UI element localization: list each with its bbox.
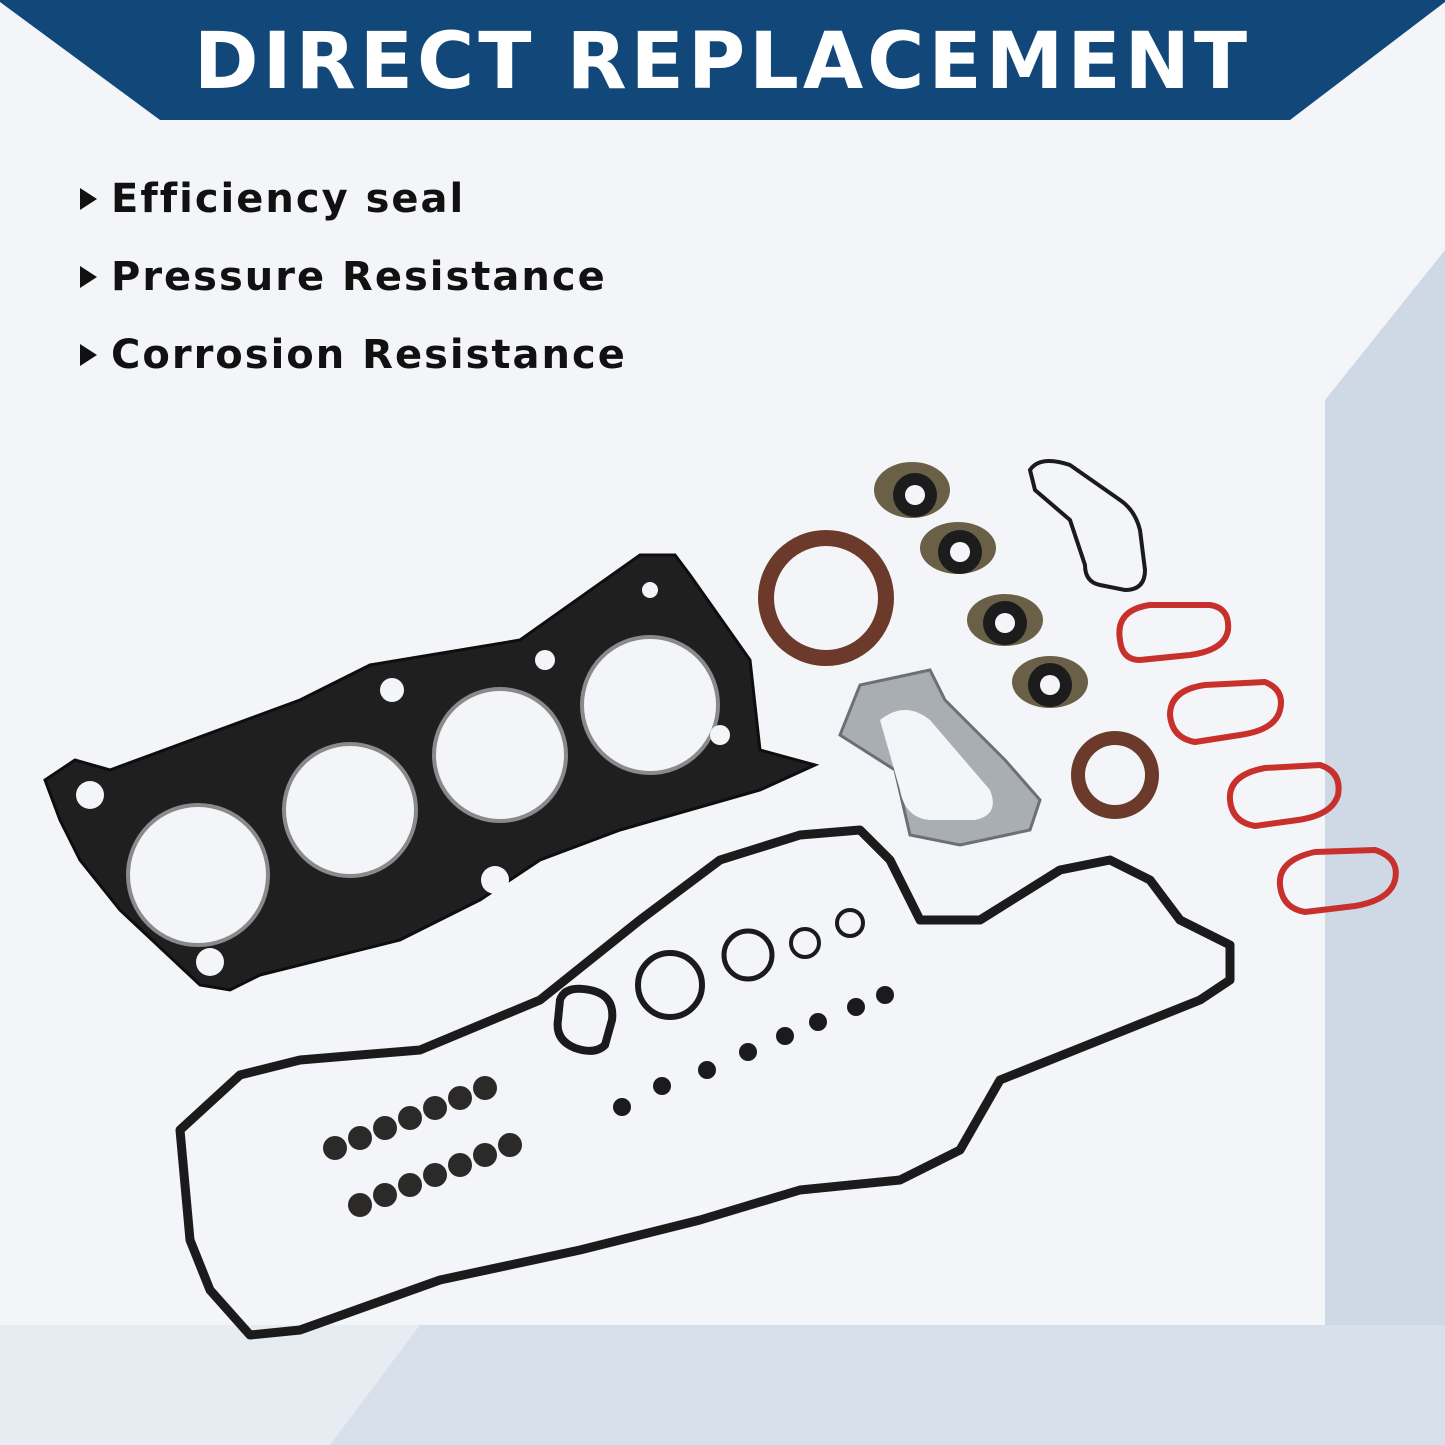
crank-seal-icon bbox=[758, 530, 894, 666]
intake-gasket-icon bbox=[1226, 762, 1342, 829]
valve-stem-seal-icon bbox=[498, 1133, 522, 1157]
exhaust-gasket-icon bbox=[838, 668, 1042, 847]
triangle-bullet-icon bbox=[80, 188, 97, 210]
valve-stem-seal-icon bbox=[448, 1153, 472, 1177]
o-ring-icon bbox=[835, 908, 865, 938]
spark-plug-seal-icon bbox=[920, 522, 996, 574]
seal-ring-icon bbox=[739, 1043, 757, 1061]
background-panel-right bbox=[1325, 250, 1445, 1325]
o-ring-icon bbox=[789, 927, 821, 959]
valve-stem-seal-icon bbox=[398, 1106, 422, 1130]
valve-stem-seal-icon bbox=[473, 1143, 497, 1167]
banner: DIRECT REPLACEMENT bbox=[0, 0, 1445, 120]
o-ring-icon bbox=[635, 950, 705, 1020]
small-seal-rings bbox=[613, 986, 894, 1116]
valve-stem-seal-icon bbox=[398, 1173, 422, 1197]
valve-stem-seal-icon bbox=[423, 1096, 447, 1120]
seal-ring-icon bbox=[776, 1027, 794, 1045]
valve-cover-gasket-icon bbox=[175, 825, 1235, 1340]
valve-stem-seal-icon bbox=[348, 1193, 372, 1217]
spark-plug-seal-icon bbox=[874, 462, 950, 518]
valve-stem-seal-icon bbox=[473, 1076, 497, 1100]
intake-gasket-icon bbox=[1276, 847, 1399, 915]
seal-ring-icon bbox=[613, 1098, 631, 1116]
banner-shape bbox=[0, 0, 1445, 120]
o-ring-icon bbox=[721, 928, 775, 982]
feature-item: Pressure Resistance bbox=[80, 238, 627, 316]
feature-item: Efficiency seal bbox=[80, 160, 627, 238]
seal-ring-icon bbox=[698, 1061, 716, 1079]
valve-stem-seals bbox=[323, 1076, 522, 1217]
intake-gasket-icon bbox=[1167, 679, 1284, 745]
feature-label: Efficiency seal bbox=[111, 176, 466, 222]
oil-seal-gasket-icon bbox=[553, 984, 617, 1055]
triangle-bullet-icon bbox=[80, 266, 97, 288]
head-gasket-icon bbox=[43, 553, 820, 992]
valve-stem-seal-icon bbox=[423, 1163, 447, 1187]
seal-ring-icon bbox=[847, 998, 865, 1016]
seal-ring-icon bbox=[876, 986, 894, 1004]
banner-title: DIRECT REPLACEMENT bbox=[193, 17, 1252, 107]
spark-plug-seal-icon bbox=[1012, 656, 1088, 708]
valve-stem-seal-icon bbox=[323, 1136, 347, 1160]
valve-stem-seal-icon bbox=[373, 1116, 397, 1140]
feature-item: Corrosion Resistance bbox=[80, 316, 627, 394]
intake-gasket-icon bbox=[1116, 602, 1232, 663]
thermostat-gasket-icon bbox=[1027, 459, 1148, 593]
feature-label: Corrosion Resistance bbox=[111, 332, 627, 378]
valve-stem-seal-icon bbox=[348, 1126, 372, 1150]
feature-list: Efficiency seal Pressure Resistance Corr… bbox=[80, 160, 627, 394]
seal-ring-icon bbox=[809, 1013, 827, 1031]
crank-seal-small-icon bbox=[1071, 731, 1159, 819]
feature-label: Pressure Resistance bbox=[111, 254, 607, 300]
valve-stem-seal-icon bbox=[373, 1183, 397, 1207]
spark-plug-seal-icon bbox=[967, 594, 1043, 646]
background-panel-bottom-left bbox=[0, 1325, 420, 1445]
triangle-bullet-icon bbox=[80, 344, 97, 366]
seal-ring-icon bbox=[653, 1077, 671, 1095]
valve-stem-seal-icon bbox=[448, 1086, 472, 1110]
